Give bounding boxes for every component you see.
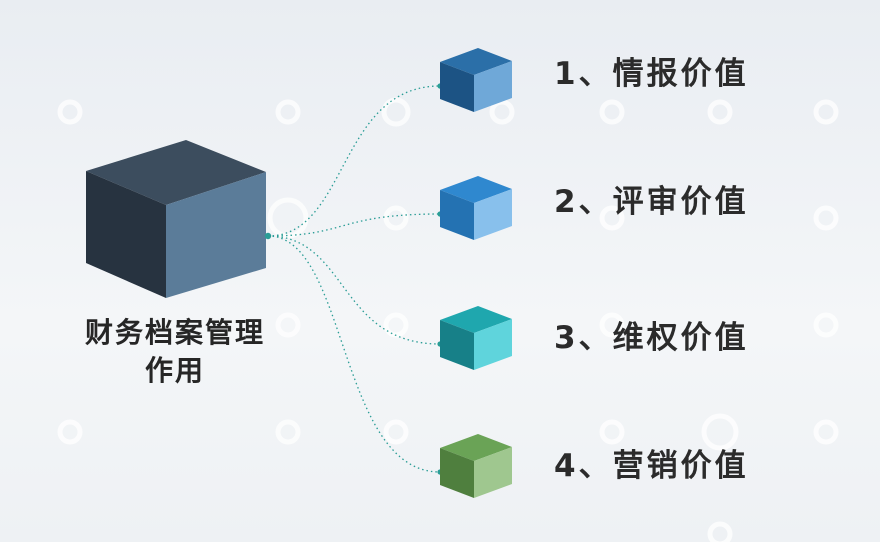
branch-cube-3-top-face (440, 306, 512, 333)
branch-cube-1-right-face (474, 61, 512, 112)
center-cube-right-face (166, 172, 266, 298)
branch-cube-1-left-face (440, 62, 474, 112)
center-label: 财务档案管理 作用 (60, 314, 290, 390)
branch-cube-3 (440, 306, 512, 370)
branch-cube-4-top-face (440, 434, 512, 461)
branch-cube-2-left-face (440, 190, 474, 240)
branch-cubes (440, 48, 512, 498)
branch-cube-4 (440, 434, 512, 498)
connector-line-4 (267, 235, 441, 473)
branch-label-1: 1、情报价值 (554, 56, 749, 92)
branch-label-4: 4、营销价值 (554, 448, 749, 484)
center-cube-top-face (86, 140, 266, 205)
center-label-line-2: 作用 (144, 354, 205, 387)
branch-cube-1 (440, 48, 512, 112)
center-cube-left-face (86, 171, 166, 298)
connector-hub (264, 232, 272, 240)
branch-cube-1-top-face (440, 48, 512, 75)
branch-label-2: 2、评审价值 (554, 184, 749, 220)
branch-cube-3-right-face (474, 319, 512, 370)
connector-line-2 (267, 213, 441, 237)
branch-cube-4-right-face (474, 447, 512, 498)
branch-cube-2 (440, 176, 512, 240)
connector-line-3 (267, 235, 441, 345)
center-cube (86, 140, 266, 298)
branch-cube-3-left-face (440, 320, 474, 370)
branch-cube-2-top-face (440, 176, 512, 203)
center-label-line-1: 财务档案管理 (84, 316, 265, 349)
connectors (267, 83, 443, 475)
branch-label-3: 3、维权价值 (554, 320, 749, 356)
connector-line-1 (267, 85, 441, 237)
branch-cube-4-left-face (440, 448, 474, 498)
branch-cube-2-right-face (474, 189, 512, 240)
